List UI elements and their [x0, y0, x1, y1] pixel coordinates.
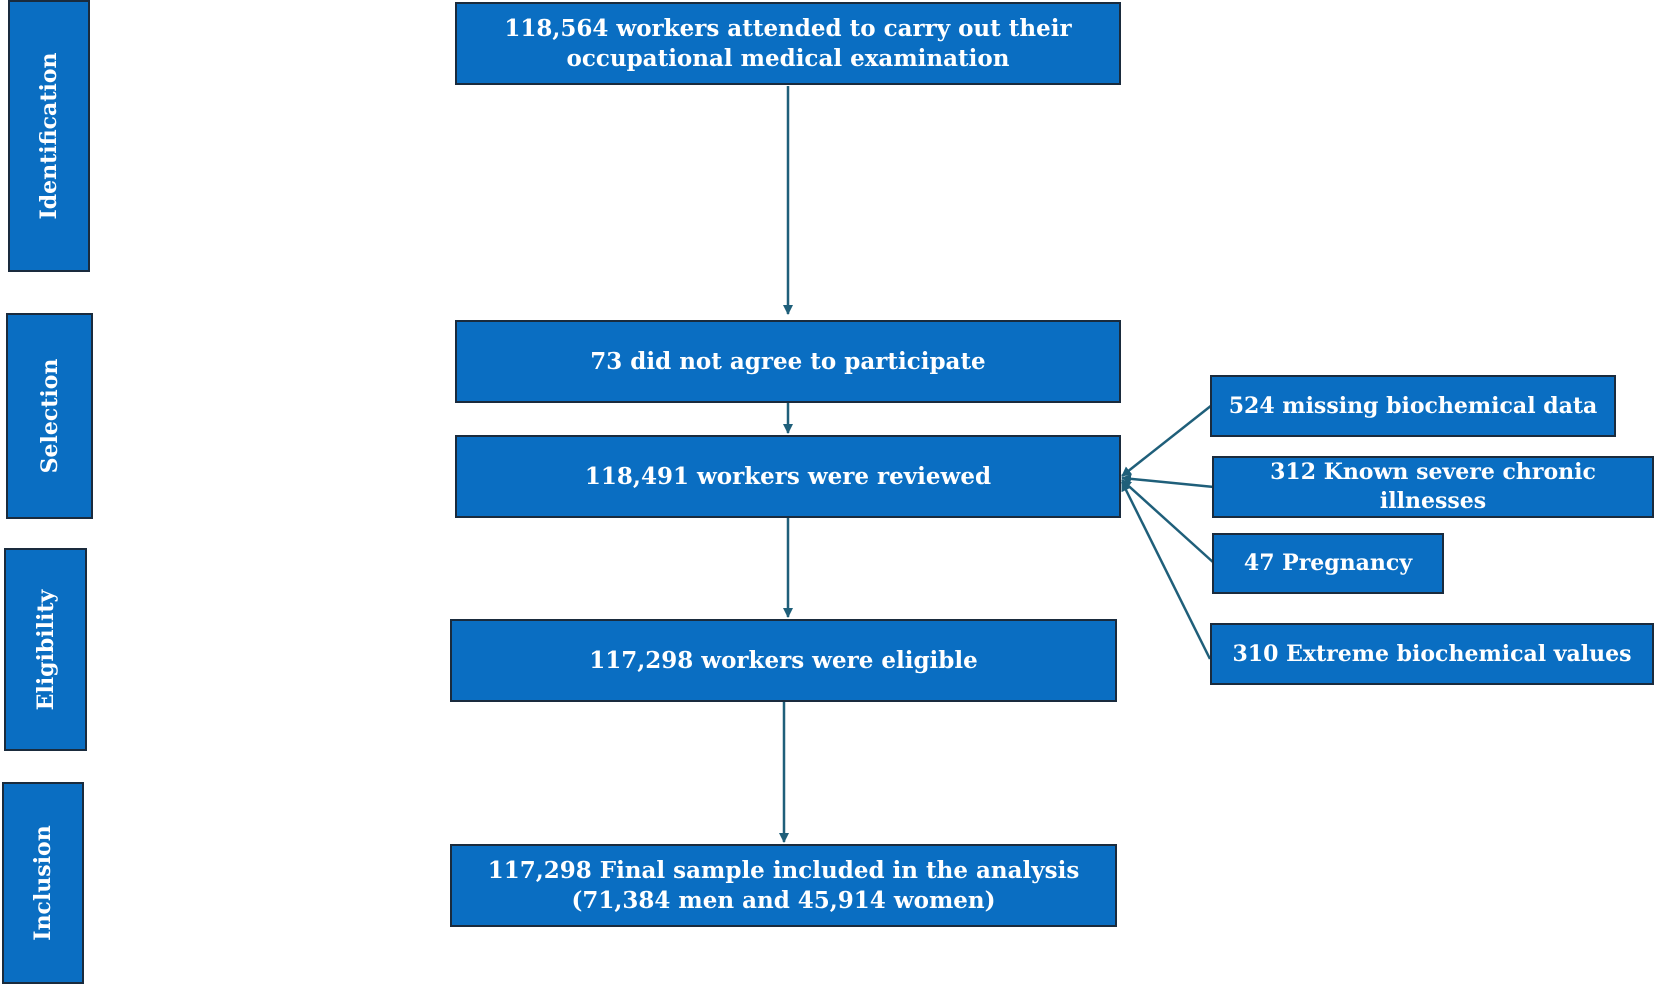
- stage-identification: Identification: [8, 0, 90, 272]
- stage-inclusion-label: Inclusion: [30, 825, 56, 941]
- box-attended: 118,564 workers attended to carry out th…: [455, 2, 1121, 85]
- arrow-chronic-to-reviewed: [1121, 473, 1215, 489]
- box-attended-text: 118,564 workers attended to carry out th…: [504, 14, 1072, 72]
- box-missing-data: 524 missing biochemical data: [1210, 375, 1616, 437]
- stage-identification-label: Identification: [36, 52, 62, 220]
- box-not-agree: 73 did not agree to participate: [455, 320, 1121, 403]
- box-pregnancy: 47 Pregnancy: [1212, 533, 1444, 594]
- box-pregnancy-text: 47 Pregnancy: [1243, 550, 1413, 577]
- box-reviewed: 118,491 workers were reviewed: [455, 435, 1121, 518]
- box-final-text: 117,298 Final sample included in the ana…: [487, 856, 1080, 914]
- stage-selection: Selection: [6, 313, 93, 519]
- box-chronic-illness: 312 Known severe chronic illnesses: [1212, 456, 1654, 518]
- box-extreme-values-text: 310 Extreme biochemical values: [1232, 640, 1632, 667]
- stage-selection-label: Selection: [36, 358, 63, 474]
- stage-eligibility-label: Eligibility: [32, 589, 59, 710]
- box-missing-data-text: 524 missing biochemical data: [1228, 392, 1598, 419]
- arrow-missing-to-reviewed: [1121, 404, 1213, 477]
- stage-eligibility: Eligibility: [4, 548, 87, 751]
- arrow-extreme-to-reviewed: [1120, 481, 1212, 660]
- box-eligible: 117,298 workers were eligible: [450, 619, 1117, 702]
- arrow-pregnancy-to-reviewed: [1121, 479, 1215, 564]
- box-reviewed-text: 118,491 workers were reviewed: [584, 462, 992, 490]
- box-eligible-text: 117,298 workers were eligible: [589, 646, 978, 674]
- box-final: 117,298 Final sample included in the ana…: [450, 844, 1117, 927]
- box-extreme-values: 310 Extreme biochemical values: [1210, 623, 1654, 685]
- box-not-agree-text: 73 did not agree to participate: [590, 347, 986, 375]
- stage-inclusion: Inclusion: [2, 782, 84, 984]
- box-chronic-illness-text: 312 Known severe chronic illnesses: [1270, 459, 1596, 514]
